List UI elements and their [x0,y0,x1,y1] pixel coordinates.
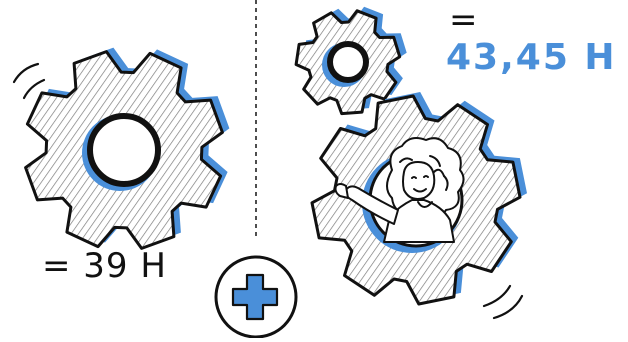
plus-icon [216,257,296,337]
right-gear-equals: = [449,0,478,40]
left-gear-value: = 39 H [42,246,167,286]
right-gear-value: 43,45 H [446,37,617,78]
motion-marks-left [14,64,44,98]
gear-icon [22,48,229,252]
motion-marks-right [484,286,522,318]
